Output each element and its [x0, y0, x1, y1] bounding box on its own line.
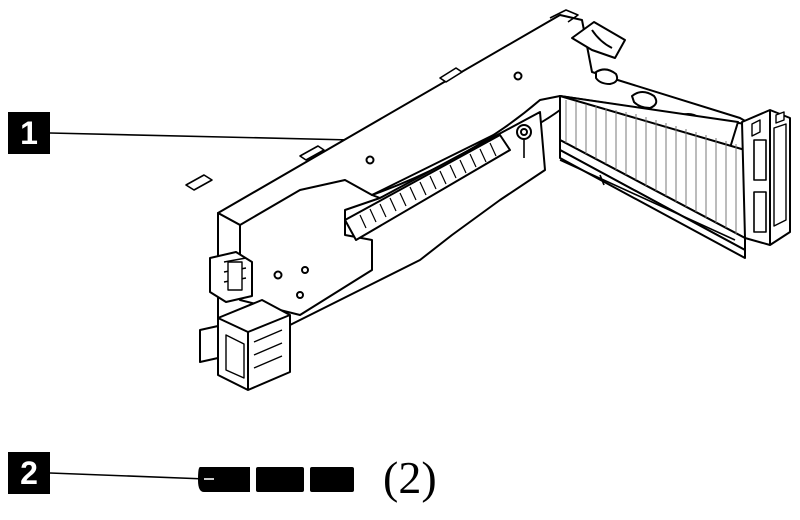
quantity-label: (2) [383, 452, 437, 503]
callout-2-leader [49, 472, 207, 480]
riser-cage-icon [185, 9, 791, 391]
screw-strip-icon [198, 467, 354, 492]
callout-1-badge: 1 [8, 112, 50, 154]
callout-2-badge: 2 [8, 452, 50, 494]
callout-1-leader [49, 132, 353, 141]
